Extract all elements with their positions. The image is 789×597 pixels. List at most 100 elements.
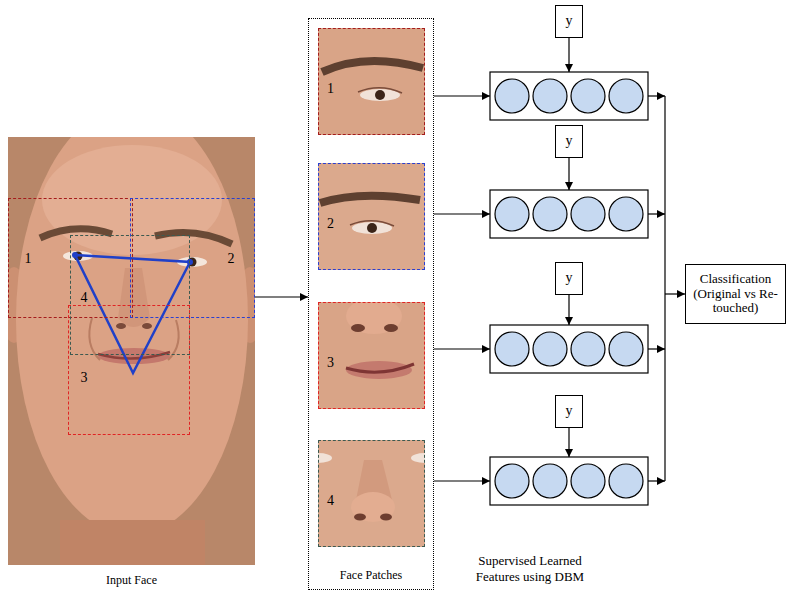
- face-patch: 4: [318, 440, 425, 547]
- nostril: [354, 514, 366, 521]
- classifier-box: Classification (Original vs Re-touched): [685, 264, 786, 324]
- callout-number: 3: [81, 370, 88, 386]
- neuron: [571, 79, 605, 113]
- arrow: [434, 480, 490, 481]
- eyebrow: [320, 196, 420, 203]
- patch-skin: [318, 28, 425, 135]
- iris: [375, 90, 385, 100]
- neuron: [533, 79, 567, 113]
- eye: [411, 453, 425, 463]
- eyebrow: [322, 61, 423, 72]
- neck: [60, 520, 205, 565]
- patch-image: [318, 163, 425, 270]
- arrow: [568, 38, 569, 72]
- dbm-box: [490, 72, 648, 120]
- face-region: 4: [70, 235, 190, 355]
- callout-number: 4: [81, 290, 88, 306]
- arrow: [648, 213, 665, 214]
- callout-number: 3: [327, 354, 334, 370]
- arrow: [568, 295, 569, 325]
- callout-number: 1: [25, 251, 32, 267]
- smile-line: [168, 320, 179, 360]
- node-text: Face Patches: [340, 569, 402, 583]
- dbm-block: [490, 325, 648, 373]
- eye: [318, 453, 332, 463]
- input-face-photo: Input Face1243: [8, 137, 255, 565]
- eye: [352, 222, 392, 234]
- patch-image: [318, 28, 425, 135]
- nose: [118, 268, 150, 327]
- face-patch: 1: [318, 28, 425, 135]
- dbm-box: [490, 457, 648, 505]
- patch-skin: [318, 440, 425, 547]
- wiring: [434, 38, 685, 481]
- face-region: 2: [130, 198, 255, 318]
- arrow: [648, 348, 665, 349]
- neuron: [495, 332, 529, 366]
- label-input-box: y: [555, 395, 583, 428]
- arrow: [648, 95, 665, 96]
- landmark-dot: [72, 252, 78, 258]
- label-input-box: y: [555, 5, 583, 38]
- neuron: [495, 464, 529, 498]
- eyelid: [350, 221, 394, 226]
- callout-number: 1: [327, 80, 334, 96]
- node-text: y: [566, 270, 573, 286]
- nostril: [142, 323, 152, 329]
- neuron: [495, 197, 529, 231]
- face-region: 3: [68, 305, 190, 435]
- patch-image: [318, 440, 425, 547]
- arrow: [434, 348, 490, 349]
- caption-text: Supervised Learned Features using DBM: [465, 553, 595, 584]
- callout-number: 2: [228, 251, 235, 267]
- face-skin: [16, 137, 248, 535]
- nostril: [384, 324, 398, 332]
- neuron: [609, 332, 643, 366]
- arrow: [648, 480, 665, 481]
- nostril: [351, 324, 365, 332]
- dbm-block: [490, 190, 648, 238]
- nose-tip: [346, 302, 402, 334]
- neuron: [533, 464, 567, 498]
- arrow: [434, 213, 490, 214]
- patch-skin: [318, 163, 425, 270]
- neuron: [533, 332, 567, 366]
- eyebrow: [40, 229, 112, 238]
- merge-line: [664, 96, 665, 481]
- label-input-box: y: [555, 125, 583, 158]
- callout-number: 2: [327, 215, 334, 231]
- face-patch: 2: [318, 163, 425, 270]
- arrow: [568, 428, 569, 457]
- nose-tip: [351, 492, 395, 522]
- dbm-box: [490, 325, 648, 373]
- node-text: y: [566, 403, 573, 419]
- neuron: [533, 197, 567, 231]
- iris: [367, 223, 377, 233]
- landmark-dot: [187, 259, 193, 265]
- arrow: [568, 158, 569, 190]
- patch-image: [318, 302, 425, 409]
- node-text: Classification (Original vs Re-touched): [686, 272, 785, 317]
- neuron: [609, 464, 643, 498]
- neuron: [495, 79, 529, 113]
- callout-number: 4: [327, 492, 334, 508]
- eyelid: [358, 88, 402, 93]
- forehead: [42, 145, 222, 255]
- dbm-box: [490, 190, 648, 238]
- lips: [98, 348, 170, 364]
- neuron: [571, 464, 605, 498]
- dbm-block: [490, 72, 648, 120]
- node-text: Input Face: [106, 574, 157, 588]
- nostril: [380, 514, 392, 521]
- label-input-box: y: [555, 262, 583, 295]
- dbm-block: [490, 457, 648, 505]
- neuron: [609, 79, 643, 113]
- mouth-line: [98, 352, 170, 359]
- face-photo: [8, 137, 255, 565]
- arrow: [434, 95, 490, 96]
- mouth-line: [346, 364, 414, 372]
- nostril: [116, 323, 126, 329]
- patch-group: Face Patches 1 2 3 4: [308, 18, 434, 590]
